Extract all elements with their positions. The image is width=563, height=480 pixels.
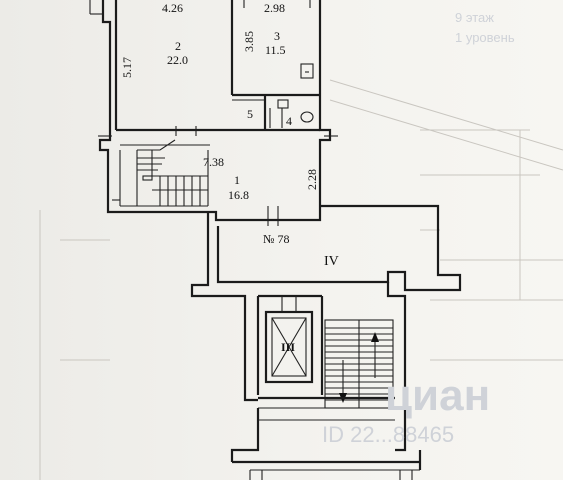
bathroom-fixtures — [269, 63, 314, 128]
watermark-brand: циан — [385, 371, 490, 420]
room-1-number: 1 — [234, 173, 240, 187]
room-5-number: 5 — [247, 107, 253, 121]
background-lines — [39, 79, 563, 480]
room-2-number: 2 — [175, 39, 181, 53]
shaft-III — [264, 296, 314, 384]
room-1-depth: 2.28 — [305, 169, 319, 190]
apartment-walls — [89, 0, 332, 222]
watermark-id: ID 22...88465 — [322, 422, 454, 447]
room-1-area: 16.8 — [228, 188, 249, 202]
room-3-area: 11.5 — [265, 43, 286, 57]
room-4-number: 4 — [286, 114, 292, 128]
section-label: IV — [324, 254, 339, 269]
apartment-stair — [136, 139, 208, 206]
shaft-label: III — [281, 340, 295, 354]
background-level-text: 1 уровень — [455, 30, 515, 45]
corridor-walls — [190, 204, 462, 452]
background-floor-text: 9 этаж — [455, 10, 494, 25]
room-1-width: 7.38 — [203, 155, 224, 169]
apartment-number: № 78 — [263, 232, 289, 246]
main-stair — [324, 319, 394, 409]
lower-walls — [230, 396, 422, 480]
room-3-length: 3.85 — [242, 31, 256, 52]
room-3-number: 3 — [274, 29, 280, 43]
room-2-length: 5.17 — [120, 57, 134, 78]
room-3-width: 2.98 — [264, 1, 285, 15]
room-2-area: 22.0 — [167, 53, 188, 67]
door-marks — [98, 0, 338, 226]
room-2-width: 4.26 — [162, 1, 183, 15]
